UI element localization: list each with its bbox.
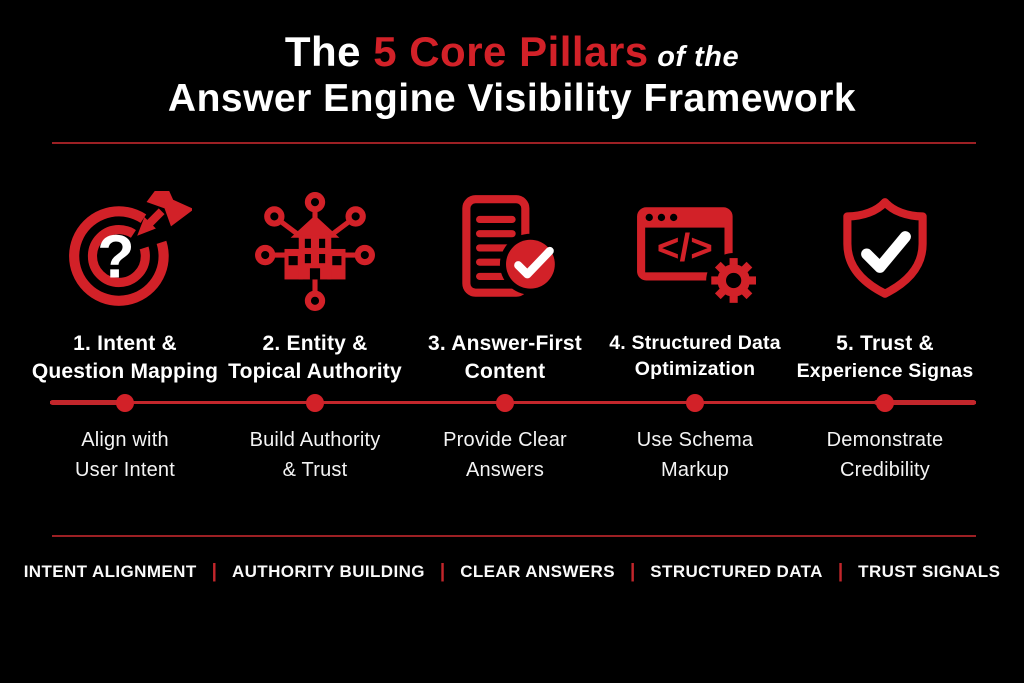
footer-separator: |: [837, 560, 844, 582]
icons-row: ?: [0, 188, 1024, 316]
pillar-3-heading-col: 3. Answer-First Content: [410, 330, 600, 387]
pillar-3-heading: 3. Answer-First Content: [428, 330, 582, 387]
timeline-line-right-cap: [874, 400, 976, 406]
pillar-1-subtitle-col: Align with User Intent: [30, 425, 220, 485]
pillar-2-heading-line2: Topical Authority: [228, 360, 402, 384]
pillar-2-heading-col: 2. Entity & Topical Authority: [220, 330, 410, 387]
pillar-1-heading-line2: Question Mapping: [31, 360, 219, 384]
bottom-divider: [52, 534, 976, 537]
pillar-3-heading-line2: Content: [464, 360, 546, 384]
document-check-icon: [443, 188, 567, 316]
timeline-dot-3: [496, 393, 514, 412]
footer-label-structured-data: STRUCTURED DATA: [650, 561, 823, 581]
footer-label-trust-signals: TRUST SIGNALS: [858, 561, 1001, 581]
pillar-5-subtitle: Demonstrate Credibility: [827, 425, 944, 485]
title-suffix: of the: [648, 41, 740, 73]
pillar-4-subtitle-line2: Markup: [661, 458, 729, 481]
timeline-dots: [0, 391, 1024, 415]
pillar-2-icon-col: [220, 188, 410, 316]
footer-separator: |: [211, 560, 217, 582]
headings-row: 1. Intent & Question Mapping 2. Entity &…: [0, 330, 1024, 387]
footer-label-authority-building: AUTHORITY BUILDING: [231, 561, 425, 581]
footer-label-intent-alignment: INTENT ALIGNMENT: [23, 561, 197, 581]
pillar-3-subtitle-line2: Answers: [465, 458, 545, 481]
pillar-4-heading-col: 4. Structured Data Optimization: [600, 330, 790, 387]
title-prefix: The: [284, 28, 374, 75]
timeline-dot-5: [876, 393, 894, 412]
pillar-4-heading-line1: 4. Structured Data: [609, 331, 781, 354]
title-line-1: The 5 Core Pillars of the: [0, 28, 1024, 75]
entity-network-icon: [253, 188, 377, 316]
code-window-gear-icon: </>: [628, 188, 762, 316]
timeline-dot-2: [306, 393, 324, 412]
pillar-2-subtitle-line2: & Trust: [282, 458, 348, 481]
pillar-5-heading-line1: 5. Trust &: [836, 331, 934, 355]
footer-separator: |: [629, 560, 636, 582]
footer-separator: |: [439, 560, 446, 582]
shield-check-icon: [823, 188, 947, 316]
pillar-4-subtitle-col: Use Schema Markup: [600, 425, 790, 485]
timeline-dot-4: [686, 393, 704, 412]
timeline: [0, 391, 1024, 415]
pillar-1-icon-col: ?: [30, 188, 220, 316]
pillar-5-subtitle-line2: Credibility: [839, 458, 930, 481]
title-highlight: 5 Core Pillars: [373, 28, 649, 75]
pillar-1-subtitle: Align with User Intent: [75, 425, 175, 485]
pillar-5-heading-col: 5. Trust & Experience Signas: [790, 330, 980, 387]
title-line-2: Answer Engine Visibility Framework: [167, 77, 857, 121]
pillar-2-heading-line1: 2. Entity &: [262, 331, 368, 355]
pillar-2-subtitle-col: Build Authority & Trust: [220, 425, 410, 485]
title-block: The 5 Core Pillars of the Answer Engine …: [0, 0, 1024, 122]
pillar-1-heading-col: 1. Intent & Question Mapping: [30, 330, 220, 387]
pillar-4-subtitle: Use Schema Markup: [637, 425, 754, 485]
pillar-3-subtitle: Provide Clear Answers: [443, 425, 567, 485]
pillar-1-subtitle-line1: Align with: [81, 428, 169, 451]
pillar-3-icon-col: [410, 188, 600, 316]
pillar-1-heading: 1. Intent & Question Mapping: [32, 330, 218, 387]
pillar-5-subtitle-line1: Demonstrate: [826, 428, 944, 451]
pillar-4-icon-col: </>: [600, 188, 790, 316]
pillar-5-heading: 5. Trust & Experience Signas: [797, 330, 974, 385]
svg-text:?: ?: [97, 222, 134, 290]
timeline-line-left-cap: [50, 400, 128, 406]
pillar-4-heading: 4. Structured Data Optimization: [609, 330, 781, 383]
pillar-4-subtitle-line1: Use Schema: [636, 428, 754, 451]
pillar-4-heading-line2: Optimization: [634, 358, 756, 381]
pillar-5-subtitle-col: Demonstrate Credibility: [790, 425, 980, 485]
footer-label-clear-answers: CLEAR ANSWERS: [460, 561, 615, 581]
pillar-2-subtitle: Build Authority & Trust: [250, 425, 381, 485]
subtitles-row: Align with User Intent Build Authority &…: [0, 425, 1024, 485]
pillar-2-subtitle-line1: Build Authority: [249, 428, 381, 451]
pillar-3-heading-line1: 3. Answer-First: [428, 331, 582, 355]
pillar-2-heading: 2. Entity & Topical Authority: [228, 330, 402, 387]
pillar-1-heading-line1: 1. Intent &: [73, 331, 177, 355]
pillar-1-subtitle-line2: User Intent: [74, 458, 176, 481]
footer-keywords: INTENT ALIGNMENT | AUTHORITY BUILDING | …: [0, 561, 1024, 583]
pillar-3-subtitle-line1: Provide Clear: [443, 428, 567, 451]
pillar-3-subtitle-col: Provide Clear Answers: [410, 425, 600, 485]
pillar-5-icon-col: [790, 188, 980, 316]
top-divider: [52, 141, 976, 144]
timeline-dot-1: [116, 393, 134, 412]
target-question-icon: ?: [58, 188, 192, 316]
svg-text:</>: </>: [657, 227, 713, 270]
pillar-5-heading-line2: Experience Signas: [796, 360, 974, 383]
